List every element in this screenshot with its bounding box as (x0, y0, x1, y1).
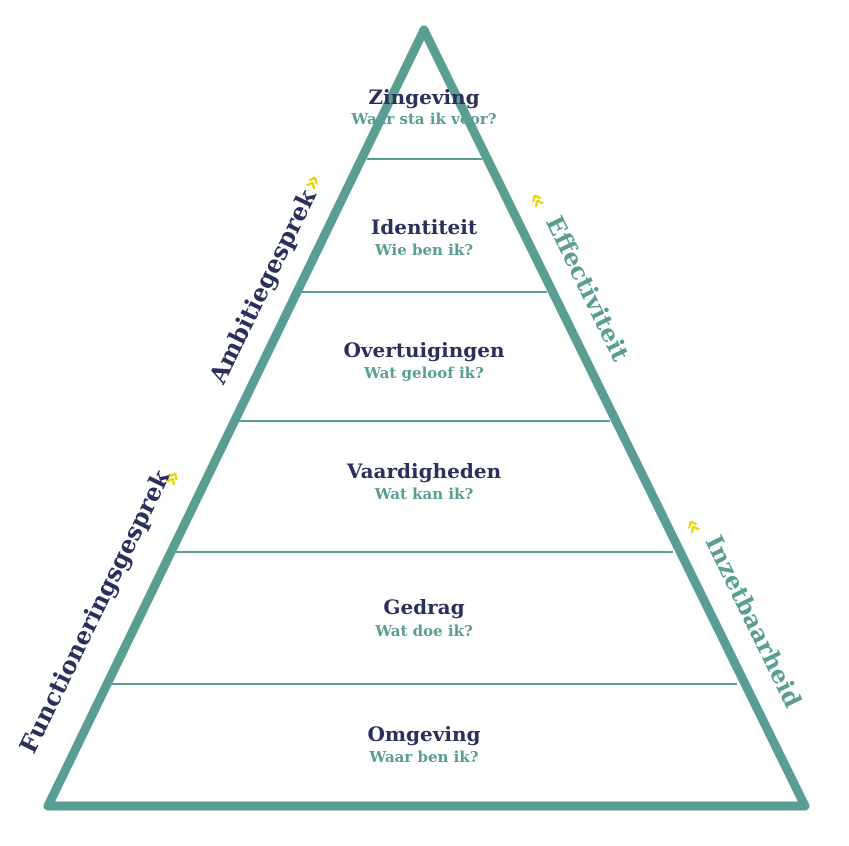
level-title: Overtuigingen (343, 338, 505, 362)
level-title: Zingeving (368, 85, 479, 109)
level-question: Wat doe ik? (374, 622, 473, 640)
chevron-glyph: « (678, 513, 710, 539)
level-title: Identiteit (371, 215, 478, 239)
level-question: Waar sta ik voor? (350, 110, 496, 128)
level-question: Waar ben ik? (368, 748, 478, 766)
level-vaardigheden: Vaardigheden Wat kan ik? (346, 459, 502, 503)
chevron-left-icon: « (522, 187, 554, 213)
level-question: Wat kan ik? (374, 485, 474, 503)
level-question: Wat geloof ik? (363, 364, 484, 382)
level-gedrag: Gedrag Wat doe ik? (374, 595, 473, 640)
level-title: Gedrag (383, 595, 464, 619)
level-title: Omgeving (367, 722, 480, 746)
level-overtuigingen: Overtuigingen Wat geloof ik? (343, 338, 505, 382)
chevron-left-icon: « (678, 513, 710, 539)
level-identiteit: Identiteit Wie ben ik? (371, 215, 478, 259)
level-title: Vaardigheden (346, 459, 502, 483)
level-omgeving: Omgeving Waar ben ik? (367, 722, 480, 766)
chevron-glyph: « (522, 187, 554, 213)
pyramid-outline (43, 25, 810, 811)
level-zingeving: Zingeving Waar sta ik voor? (350, 85, 496, 128)
level-question: Wie ben ik? (374, 241, 473, 259)
